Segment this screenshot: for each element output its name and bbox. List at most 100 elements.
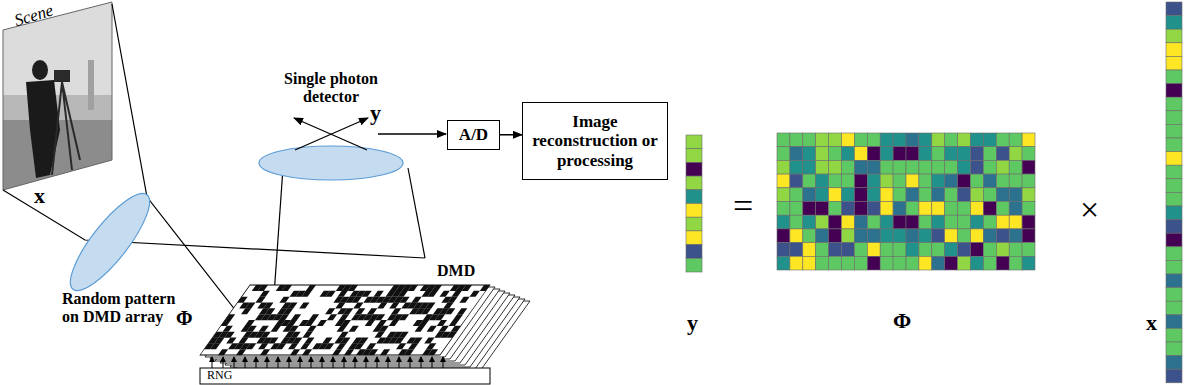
matrix-cell	[867, 133, 880, 147]
node-text-group: A/D	[459, 125, 488, 145]
mirror-cell	[426, 343, 436, 349]
matrix-cell	[958, 215, 971, 229]
dmd-pattern	[200, 285, 490, 355]
matrix-cell	[867, 147, 880, 161]
matrix-cell	[919, 147, 932, 161]
matrix-cell	[983, 174, 996, 188]
matrix-cell	[829, 160, 842, 174]
matrix-cell	[932, 160, 945, 174]
matrix-cell	[686, 231, 702, 245]
matrix-cell	[1166, 179, 1182, 193]
matrix-cell	[1166, 342, 1182, 356]
matrix-cell	[777, 215, 790, 229]
mirror-cell	[338, 291, 348, 297]
matrix-cell	[880, 147, 893, 161]
matrix-cell	[996, 256, 1009, 270]
matrix-cell	[777, 243, 790, 257]
mirror-cell	[343, 308, 353, 314]
mirror-cell	[304, 338, 314, 344]
rng-arrow	[366, 357, 367, 368]
light-ray	[408, 168, 425, 258]
mirror-cell	[443, 303, 453, 309]
matrix-cell	[958, 243, 971, 257]
mirror-cell	[339, 314, 349, 320]
matrix-cell	[1166, 97, 1182, 111]
mirror-cell	[377, 320, 387, 326]
mirror-cell	[408, 343, 418, 349]
scene-photo	[0, 0, 115, 195]
mirror-cell	[451, 326, 461, 332]
matrix-cell	[971, 243, 984, 257]
mirror-cell	[279, 297, 289, 303]
matrix-cell	[919, 243, 932, 257]
matrix-cell	[1166, 369, 1182, 383]
mirror-cell	[283, 308, 293, 314]
vector-symbol: x	[1146, 310, 1157, 335]
matrix-cell	[906, 133, 919, 147]
matrix-cell	[829, 215, 842, 229]
rng-arrow	[245, 357, 246, 368]
mirror-cell	[260, 291, 270, 297]
mirror-cell	[260, 332, 270, 338]
matrix-cell	[854, 215, 867, 229]
matrix-cell	[919, 133, 932, 147]
photo-body	[26, 80, 60, 178]
matrix-cell	[1022, 215, 1035, 229]
matrix-cell	[893, 174, 906, 188]
rng-arrow	[399, 357, 400, 368]
mirror-cell	[362, 291, 372, 297]
matrix-cell	[816, 147, 829, 161]
matrix-cell	[1009, 229, 1022, 243]
matrix-cell	[1022, 256, 1035, 270]
mirror-cell	[299, 303, 309, 309]
matrix-cell	[971, 133, 984, 147]
matrix-cell	[932, 215, 945, 229]
matrix-cell	[932, 256, 945, 270]
matrix-cell	[790, 147, 803, 161]
mirror-cell	[290, 332, 300, 338]
matrix-cell	[1166, 84, 1182, 98]
mirror-cell	[365, 320, 375, 326]
matrix-cell	[1022, 243, 1035, 257]
matrix-cell	[971, 229, 984, 243]
mirror-cell	[396, 343, 406, 349]
matrix-cell	[829, 133, 842, 147]
matrix-cell	[1009, 133, 1022, 147]
matrix-cell	[1166, 138, 1182, 152]
mirror-cell	[255, 297, 265, 303]
rng-arrows	[212, 357, 443, 368]
matrix-cell	[983, 243, 996, 257]
mirror-cell	[462, 285, 472, 291]
matrix-cell	[1166, 16, 1182, 30]
mirror-cell	[337, 326, 347, 332]
rng-arrow	[410, 357, 411, 368]
matrix-cell	[983, 147, 996, 161]
matrix-cell	[880, 243, 893, 257]
mirror-cell	[246, 343, 256, 349]
matrix-cell	[777, 147, 790, 161]
rng-arrow	[388, 357, 389, 368]
mirror-cell	[324, 343, 334, 349]
matrix-cell	[1009, 215, 1022, 229]
matrix-cell	[1166, 56, 1182, 70]
mirror-cell	[367, 308, 377, 314]
matrix-cell	[842, 256, 855, 270]
matrix-cell	[842, 160, 855, 174]
matrix-cell	[1009, 174, 1022, 188]
mirror-cell	[354, 343, 364, 349]
mirror-cell	[258, 343, 268, 349]
mirror-cell	[237, 297, 247, 303]
matrix-cell	[1166, 260, 1182, 274]
matrix-cell	[1022, 160, 1035, 174]
photo-camera	[54, 70, 70, 82]
mirror-cell	[437, 320, 447, 326]
mirror-cell	[425, 303, 435, 309]
mirror-cell	[411, 297, 421, 303]
matrix-cell	[1166, 124, 1182, 138]
mirror-cell	[355, 308, 365, 314]
matrix-cell	[777, 160, 790, 174]
matrix-cell	[816, 256, 829, 270]
matrix-cell	[854, 256, 867, 270]
matrix-cell	[996, 160, 1009, 174]
matrix-cell	[958, 188, 971, 202]
